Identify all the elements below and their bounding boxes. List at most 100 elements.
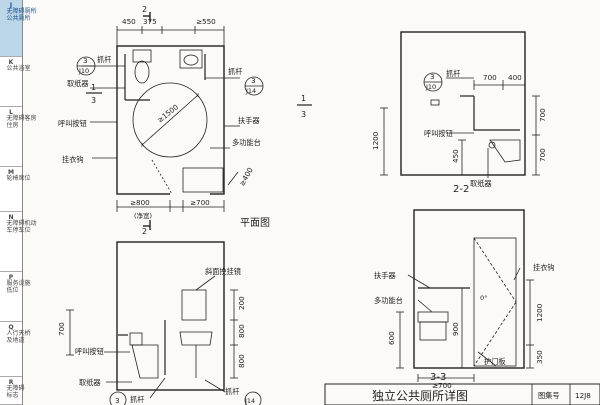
plan-label-grab-bar-b: 抓杆 xyxy=(228,67,242,76)
tab-q[interactable]: Q 人行天桥 及地道 xyxy=(0,322,31,377)
plan-turning-circle-label: ≥1500 xyxy=(155,102,180,124)
plan-dim-375: 375 xyxy=(143,17,157,26)
tab-l[interactable]: L 无障碍客房 住房 xyxy=(0,107,37,167)
sec11-label-grab-bar-a: 抓杆 xyxy=(130,395,144,404)
plan-label-handrail: 扶手器 xyxy=(238,116,260,125)
plan-toilet-bowl xyxy=(134,60,150,84)
plan-toilet-tank xyxy=(132,49,152,63)
sec11-dim-200: 200 xyxy=(237,296,246,310)
sec33-dim-1200: 1200 xyxy=(535,303,544,322)
section-1-1 xyxy=(66,241,262,405)
sec22-label-paper-holder: 取纸器 xyxy=(470,179,492,188)
plan-view xyxy=(76,12,264,230)
sec33-label-coat-hook: 挂衣钩 xyxy=(533,263,555,272)
sec22-ref-sheet: J10 xyxy=(425,83,436,91)
sec22-dim-400: 400 xyxy=(508,73,522,82)
tab-letter: M xyxy=(8,169,14,176)
plan-sink xyxy=(179,49,203,69)
plan-label-paper-holder: 取纸器 xyxy=(67,79,89,88)
sec22-dim-450: 450 xyxy=(451,149,460,163)
tab-letter: N xyxy=(8,214,14,221)
sec11-ref-sheet-b: J14 xyxy=(244,397,255,405)
plan-label-grab-bar: 抓杆 xyxy=(97,55,111,64)
plan-sink-basin xyxy=(183,54,199,66)
sec33-label-handrail: 扶手器 xyxy=(374,271,396,280)
plan-grab-bar xyxy=(124,54,150,101)
tab-letter: K xyxy=(8,59,14,66)
sec22-label-call-button: 呼叫按钮 xyxy=(424,129,453,138)
center-fraction-top: 1 xyxy=(301,94,306,103)
section-2-2 xyxy=(380,31,540,178)
plan-label-coat-hook: 挂衣钩 xyxy=(62,155,84,164)
tab-letter: Q xyxy=(8,324,14,331)
sec33-outline xyxy=(413,209,525,369)
plan-fraction-top: 1 xyxy=(91,83,96,92)
plan-door-swing xyxy=(151,159,173,195)
footer-title: 独立公共厕所详图 xyxy=(372,388,468,403)
sec33-title: 3-3 xyxy=(430,372,446,383)
section-3-3 xyxy=(396,209,534,382)
tab-k[interactable]: K 公共浴室 xyxy=(0,57,31,107)
plan-circle-diameter xyxy=(141,93,199,147)
footer-code: 12J8 xyxy=(575,391,591,400)
plan-side-dim xyxy=(227,171,239,186)
sec22-label-grab-bar: 抓杆 xyxy=(446,69,460,78)
sec11-dim-700: 700 xyxy=(57,322,66,336)
footer-label: 图集号 xyxy=(538,391,560,400)
plan-dim-550: ≥550 xyxy=(196,17,216,26)
plan-turning-circle xyxy=(132,82,208,158)
footer-box xyxy=(324,383,600,405)
sec33-dim-350: 350 xyxy=(535,350,544,364)
sec11-label-paper-holder: 取纸器 xyxy=(79,378,101,387)
plan-ref-sheet-b: J14 xyxy=(245,87,256,95)
sec11-label-call-button: 呼叫按钮 xyxy=(75,347,104,356)
sec11-toilet xyxy=(131,344,159,379)
sec11-outline xyxy=(116,241,225,391)
sec33-door xyxy=(473,237,517,367)
sec22-dim-right-a: 700 xyxy=(538,108,547,122)
sec22-title: 2-2 xyxy=(453,184,469,195)
tab-letter: L xyxy=(9,109,13,116)
sec33-label-door-plate: 护门板 xyxy=(484,357,506,366)
plan-label-shelf: 多功能台 xyxy=(232,138,261,147)
tab-n[interactable]: N 无障碍机动 车停车位 xyxy=(0,212,37,272)
plan-section-mark-bottom: 2 xyxy=(142,227,147,236)
sec11-mirror xyxy=(181,289,207,321)
sec22-toilet xyxy=(489,139,521,163)
tab-j[interactable]: J 无障碍厕所 公共厕所 xyxy=(0,0,37,57)
sec33-door-mark: 0° xyxy=(480,294,487,302)
plan-ref-index-b: 3 xyxy=(251,76,256,85)
sec33-dim-600: 600 xyxy=(387,331,396,345)
sec33-dim-900: 900 xyxy=(451,322,460,336)
sec22-dim-right-b: 700 xyxy=(538,148,547,162)
sec11-label-mirror: 斜面挽挂镜 xyxy=(205,267,241,276)
tab-label: 无障碍 标志 xyxy=(6,385,25,399)
plan-ref-sheet: J10 xyxy=(78,67,89,75)
sec22-ref-index: 3 xyxy=(430,72,435,81)
sec22-outline xyxy=(400,31,526,176)
tab-letter: P xyxy=(8,274,14,281)
tab-letter: J xyxy=(9,2,13,9)
tab-p[interactable]: P 服务设施 低位 xyxy=(0,272,31,322)
plan-dim-clear-width: (净宽) xyxy=(134,211,152,220)
plan-label-call-button: 呼叫按钮 xyxy=(58,119,87,128)
sec22-dim-700: 700 xyxy=(483,73,497,82)
center-fraction-bottom: 3 xyxy=(301,110,306,119)
plan-side-dim-label: ≥400 xyxy=(237,165,255,187)
plan-fraction-bottom: 3 xyxy=(91,96,96,105)
sec11-ref-index-a: 3 xyxy=(115,396,120,405)
plan-section-mark-top: 2 xyxy=(142,5,147,14)
plan-dim-700: ≥700 xyxy=(190,198,210,207)
plan-dim-800: ≥800 xyxy=(130,198,150,207)
plan-dim-450: 450 xyxy=(122,17,136,26)
plan-title: 平面图 xyxy=(240,217,270,229)
sec22-dim-1200: 1200 xyxy=(371,131,380,150)
sec11-dim-800-a: 800 xyxy=(237,324,246,338)
sec11-label-grab-bar-b: 抓杆 xyxy=(225,387,239,396)
sec11-dim-800-b: 800 xyxy=(237,354,246,368)
tab-m[interactable]: M 轮椅席位 xyxy=(0,167,31,212)
sec33-dim-700: ≥700 xyxy=(432,381,452,390)
plan-shelf xyxy=(182,167,224,193)
sec33-label-shelf: 多功能台 xyxy=(374,296,403,305)
